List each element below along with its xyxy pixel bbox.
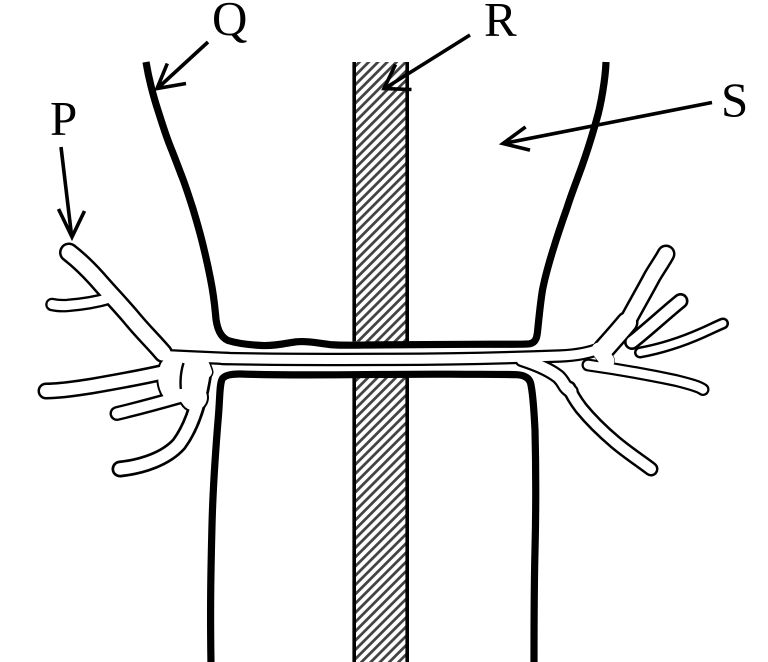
svg-text:Q: Q (212, 0, 247, 46)
svg-text:S: S (721, 73, 748, 128)
svg-text:R: R (484, 0, 517, 47)
svg-text:P: P (50, 91, 77, 146)
